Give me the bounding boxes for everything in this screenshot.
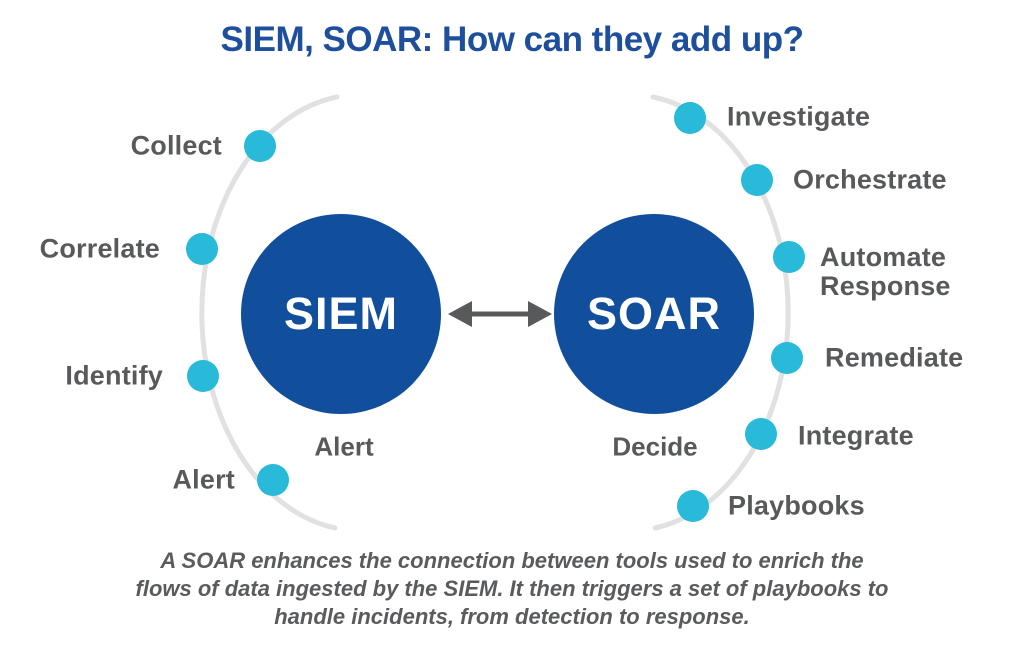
dot-correlate: [186, 233, 218, 265]
dot-identify: [187, 360, 219, 392]
siem-sublabel-alert: Alert: [314, 431, 374, 462]
dot-integrate: [745, 418, 777, 450]
dot-investigate: [674, 102, 706, 134]
step-label-automate-response: Automate Response: [820, 242, 951, 301]
step-label-investigate: Investigate: [727, 101, 871, 132]
step-label-alert: Alert: [172, 464, 235, 495]
soar-circle-label: SOAR: [586, 288, 721, 339]
step-label-correlate: Correlate: [39, 233, 160, 264]
soar-circle: SOAR: [554, 214, 754, 414]
step-label-collect: Collect: [130, 130, 222, 161]
step-label-playbooks: Playbooks: [728, 490, 865, 521]
caption: A SOAR enhances the connection between t…: [0, 547, 1024, 631]
step-label-integrate: Integrate: [798, 420, 914, 451]
dot-remediate: [771, 342, 803, 374]
siem-circle-label: SIEM: [283, 288, 399, 339]
step-label-identify: Identify: [65, 360, 163, 391]
right-arc: [650, 94, 791, 531]
soar-sublabel-decide: Decide: [612, 431, 698, 462]
caption-line-2: flows of data ingested by the SIEM. It t…: [135, 576, 889, 601]
dot-playbooks: [677, 490, 709, 522]
page-title: SIEM, SOAR: How can they add up?: [220, 20, 804, 59]
double-arrow-icon: [448, 301, 552, 327]
step-label-remediate: Remediate: [825, 342, 964, 373]
dot-alert: [257, 464, 289, 496]
dot-automate-response: [773, 241, 805, 273]
siem-circle: SIEM: [241, 214, 441, 414]
step-label-orchestrate: Orchestrate: [793, 164, 947, 195]
caption-line-3: handle incidents, from detection to resp…: [274, 604, 750, 629]
dot-orchestrate: [741, 164, 773, 196]
dot-collect: [244, 130, 276, 162]
caption-line-1: A SOAR enhances the connection between t…: [160, 548, 864, 573]
